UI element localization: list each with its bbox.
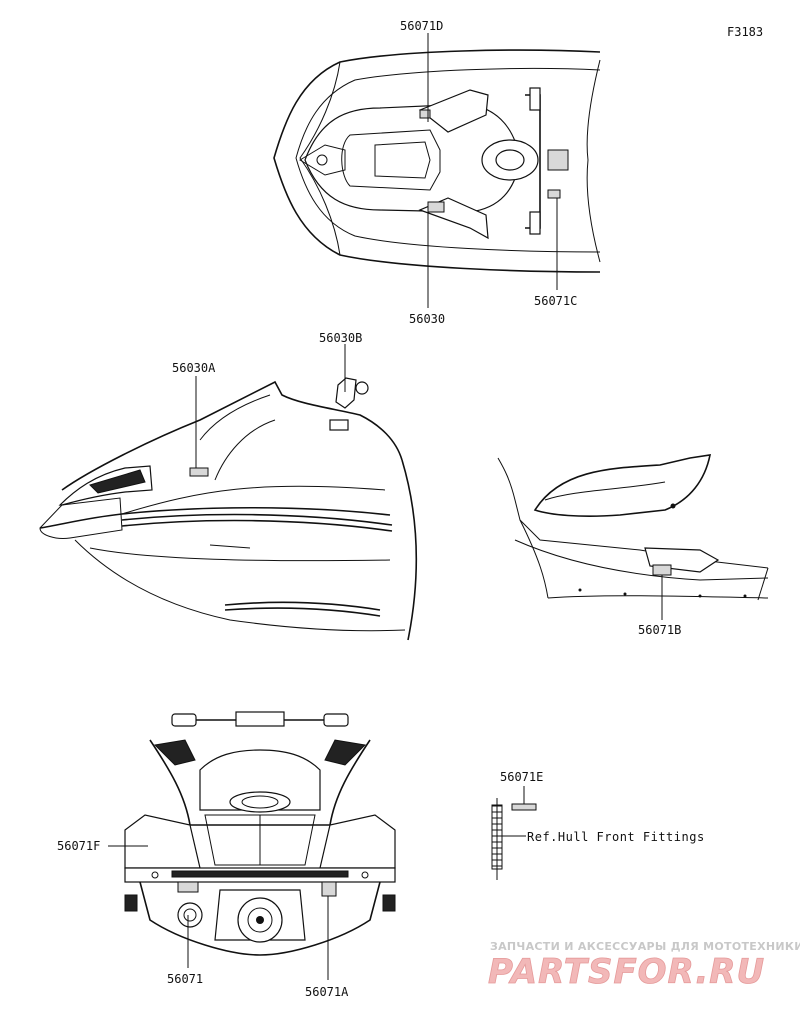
callout-56071A: 56071A	[305, 985, 349, 999]
top-view-illustration	[273, 49, 601, 273]
figure-code: F3183	[727, 25, 763, 39]
callout-56071: 56071	[167, 972, 203, 986]
reference-note: Ref.Hull Front Fittings	[527, 830, 705, 844]
callout-56030A: 56030A	[172, 361, 216, 375]
callout-56030B: 56030B	[319, 331, 362, 345]
watermark-tagline: ЗАПЧАСТИ И АКСЕССУАРЫ ДЛЯ МОТОТЕХНИКИ	[490, 940, 800, 953]
callout-56071D: 56071D	[400, 19, 443, 33]
callout-56071E: 56071E	[500, 770, 543, 784]
bow-side-illustration	[39, 377, 418, 641]
watermark-brand: PARTSFOR.RU	[488, 952, 765, 992]
callout-56071B: 56071B	[638, 623, 681, 637]
fitting-part-illustration	[491, 798, 537, 880]
callout-56030: 56030	[409, 312, 445, 326]
callout-56071F: 56071F	[57, 839, 100, 853]
callout-56071C: 56071C	[534, 294, 577, 308]
rear-view-illustration	[124, 711, 396, 956]
seat-side-illustration	[497, 454, 769, 601]
